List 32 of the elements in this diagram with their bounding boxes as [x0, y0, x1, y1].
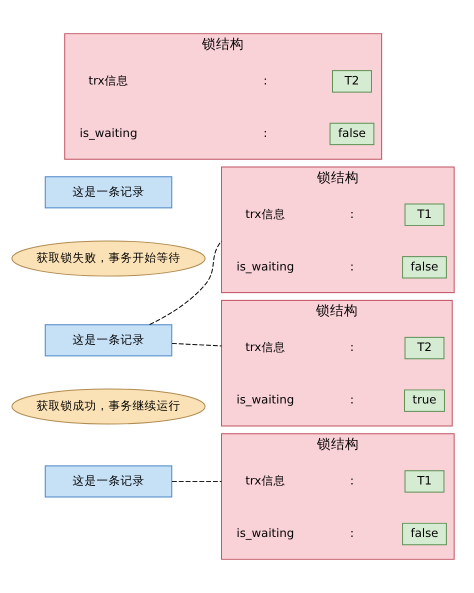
label: : [350, 340, 354, 354]
connector [149, 240, 222, 326]
node-box: 这是一条记录 [44, 465, 172, 498]
connector [172, 342, 222, 346]
label: : [350, 526, 354, 540]
connector [172, 480, 222, 482]
node-box: false [402, 522, 447, 546]
label: : [350, 259, 354, 274]
node-box: T1 [404, 470, 444, 493]
label: trx信息 [245, 473, 286, 488]
node-box: false [330, 122, 374, 146]
label: : [350, 206, 354, 221]
label: trx信息 [245, 340, 286, 354]
label: is_waiting [236, 259, 294, 274]
label: is_waiting [236, 392, 294, 407]
label: : [263, 126, 268, 140]
label: : [350, 473, 354, 488]
label: trx信息 [88, 73, 129, 88]
node-box: false [402, 256, 447, 278]
node-box: 这是一条记录 [44, 324, 172, 356]
node-box: T2 [332, 70, 372, 93]
node-box: 这是一条记录 [44, 176, 172, 208]
label: : [263, 73, 268, 88]
label: : [350, 392, 354, 407]
label: trx信息 [245, 206, 286, 221]
node-box: T1 [404, 204, 444, 226]
node-box: T2 [404, 336, 444, 360]
node-ellipse: 获取锁成功，事务继续运行 [11, 388, 206, 424]
node-box: true [404, 389, 445, 412]
label: is_waiting [236, 526, 294, 540]
node-ellipse: 获取锁失败，事务开始等待 [11, 240, 206, 277]
label: is_waiting [80, 126, 138, 140]
